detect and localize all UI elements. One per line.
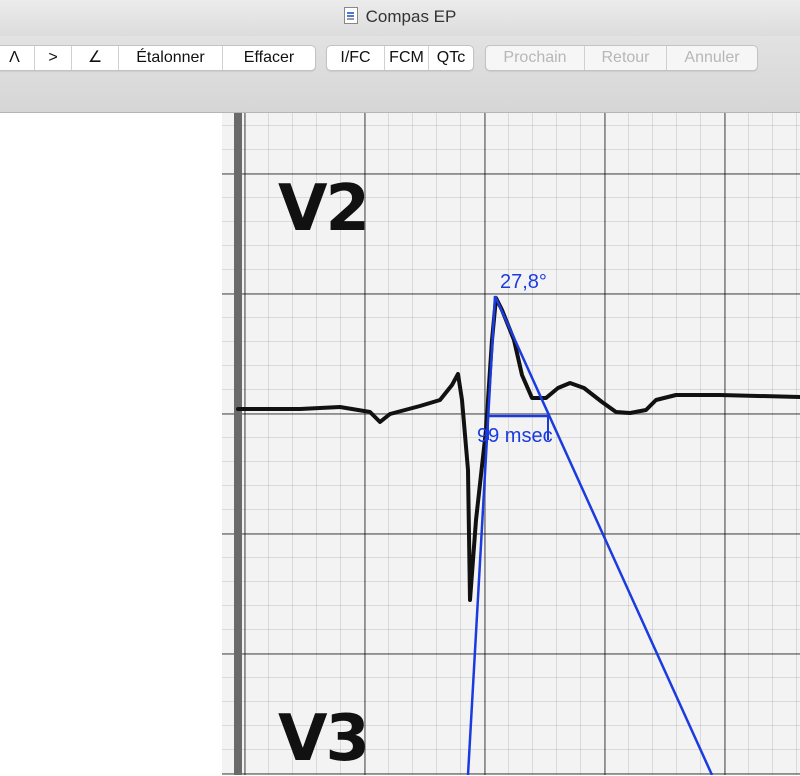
lead-label-v2: V2 [278, 172, 370, 246]
toolbar: Λ > ∠ Étalonner Effacer I/FC FCM QTc Pro… [0, 36, 800, 113]
mean-rate-button[interactable]: FCM [385, 46, 429, 70]
calibrate-button[interactable]: Étalonner [119, 46, 223, 70]
interval-measurement-label: 99 msec [477, 425, 553, 447]
cancel-button[interactable]: Annuler [684, 49, 740, 66]
clear-button[interactable]: Effacer [243, 49, 295, 66]
ecg-grid-image[interactable] [222, 113, 800, 775]
window-title-wrap: Compas EP [0, 7, 800, 27]
angle-tool-button[interactable]: ∠ [72, 46, 119, 70]
angle-caliper-left-arm[interactable] [466, 295, 497, 775]
title-bar: Compas EP [0, 0, 800, 36]
lead-label-v3: V3 [278, 702, 370, 776]
angle-measurement-label: 27,8° [500, 271, 547, 293]
caliper-tool-button[interactable]: > [35, 46, 72, 70]
interval-rate-button[interactable]: I/FC [327, 46, 385, 70]
tools-segmented-control: Λ > ∠ Étalonner Effacer [0, 45, 316, 71]
measurements-segmented-control: I/FC FCM QTc [326, 45, 474, 71]
ecg-waveform [236, 296, 800, 602]
document-icon [343, 7, 358, 24]
next-button[interactable]: Prochain [486, 46, 585, 70]
window-title: Compas EP [365, 7, 457, 26]
amplitude-tool-button[interactable]: Λ [0, 46, 35, 70]
ecg-left-border [234, 113, 242, 775]
back-button[interactable]: Retour [585, 46, 667, 70]
navigation-segmented-control: Prochain Retour Annuler [485, 45, 758, 71]
qtc-button[interactable]: QTc [436, 49, 466, 66]
angle-caliper-right-arm[interactable] [493, 295, 714, 775]
